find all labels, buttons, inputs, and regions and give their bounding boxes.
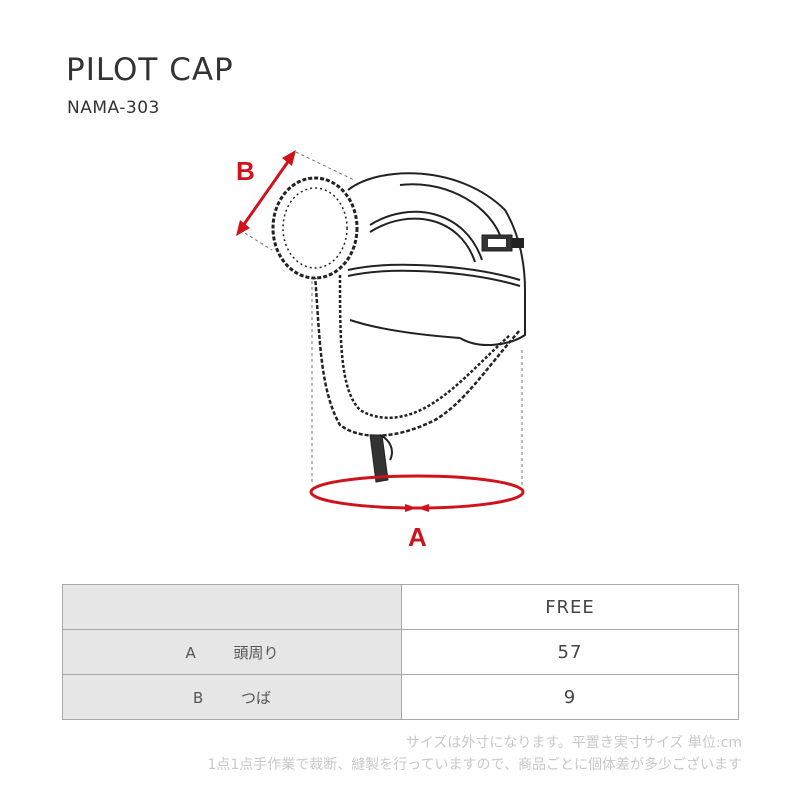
table-row: B つば 9	[62, 674, 739, 720]
size-letter: B	[192, 688, 204, 707]
size-value-b: 9	[401, 674, 739, 720]
handmade-note: 1点1点手作業で裁断、縫製を行っていますので、商品ごとに個体差が多少ございます	[207, 757, 742, 773]
buckle-icon	[481, 234, 524, 252]
measure-b-label: B	[236, 156, 255, 186]
size-name: 頭周り	[233, 643, 279, 662]
cap-crown	[347, 172, 526, 346]
measure-a-label: A	[408, 522, 427, 552]
size-name: つば	[240, 688, 271, 707]
dimension-guide-lines	[239, 151, 523, 485]
table-row: A 頭周り 57	[62, 629, 739, 675]
measure-b-arrow	[236, 150, 296, 236]
size-note: サイズは外寸になります。平置き実寸サイズ 単位:cm	[405, 735, 742, 751]
product-code: NAMA-303	[67, 98, 160, 118]
measure-a-ellipse	[309, 474, 525, 512]
size-table-header-label	[62, 584, 402, 630]
size-value-a: 57	[401, 629, 739, 675]
size-label-a: A 頭周り	[62, 629, 402, 675]
size-table-header-row: FREE	[62, 584, 739, 630]
size-table: FREE A 頭周り 57 B つば 9	[62, 584, 739, 720]
size-table-header-value: FREE	[401, 584, 739, 630]
chin-strap	[369, 434, 393, 483]
size-letter: A	[185, 643, 196, 662]
fur-brim	[271, 176, 359, 280]
product-title: PILOT CAP	[66, 52, 234, 88]
fur-earflap	[313, 274, 521, 437]
size-label-b: B つば	[62, 674, 402, 720]
pilot-cap-diagram: B A	[236, 150, 526, 552]
